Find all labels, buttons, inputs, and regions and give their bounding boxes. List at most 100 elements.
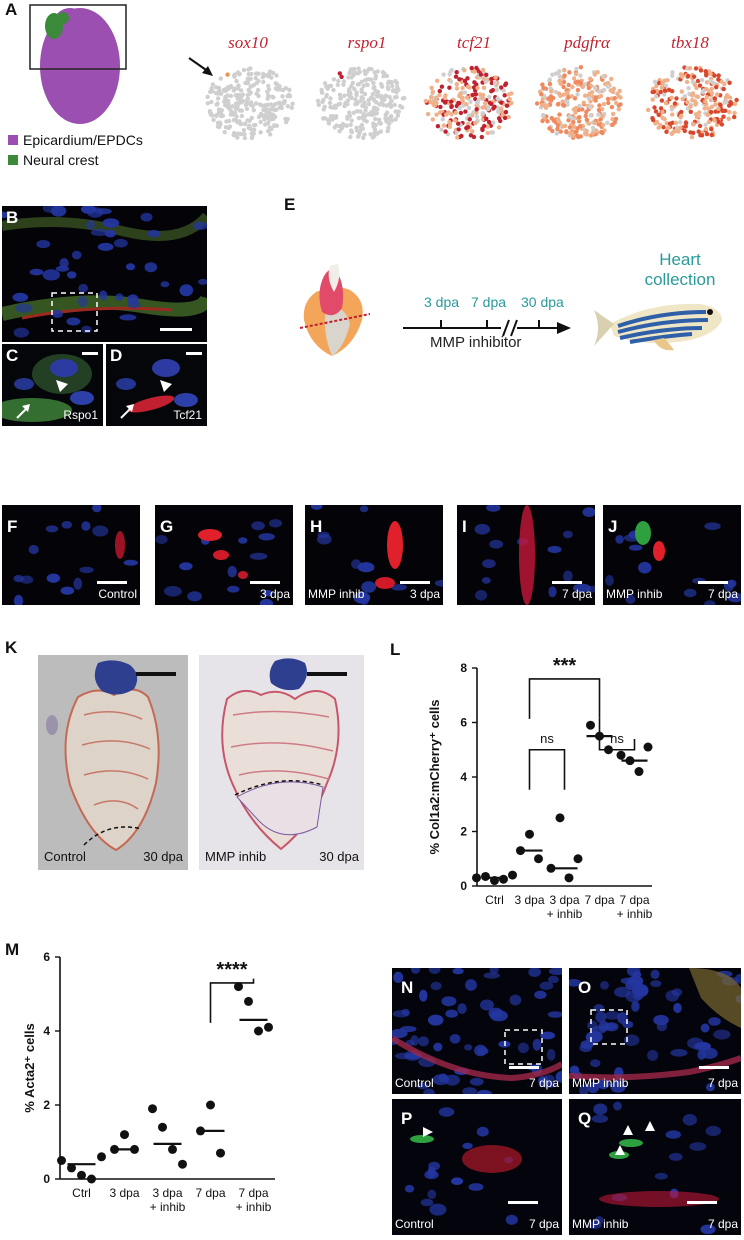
y-tick-label: 2: [43, 1098, 50, 1112]
feature-dot: [438, 104, 443, 110]
panel-label-d: D: [110, 346, 123, 365]
feature-dot: [683, 120, 689, 126]
nucleus: [708, 1017, 721, 1026]
feature-dot: [456, 121, 461, 126]
nucleus: [597, 1078, 610, 1090]
zebrafish-illustration: [594, 303, 722, 351]
feature-dot: [254, 71, 259, 76]
data-point: [643, 742, 653, 752]
feature-dot: [567, 125, 573, 130]
feature-dot: [549, 89, 554, 94]
fluorescent-signal: [387, 521, 403, 569]
feature-dot: [462, 90, 468, 95]
feature-dot: [205, 101, 210, 106]
feature-dot: [388, 103, 394, 108]
nucleus: [160, 281, 170, 288]
feature-dot: [347, 87, 352, 92]
feature-dot: [682, 94, 688, 99]
feature-dot: [270, 94, 275, 99]
feature-dot: [573, 129, 578, 134]
feature-dot: [504, 103, 510, 108]
feature-dot: [253, 75, 258, 81]
nucleus: [79, 566, 94, 574]
feature-dot: [375, 89, 381, 95]
nucleus: [610, 1081, 626, 1093]
feature-dot: [393, 79, 398, 84]
micrograph-o: O MMP inhib 7 dpa: [569, 968, 741, 1094]
nucleus: [71, 250, 82, 260]
feature-dot: [328, 114, 334, 119]
nucleus: [434, 579, 443, 587]
data-point: [77, 1170, 86, 1180]
nucleus: [683, 588, 697, 598]
feature-dot: [371, 80, 376, 86]
feature-dot: [356, 134, 361, 139]
nucleus: [579, 1084, 589, 1094]
nucleus: [46, 573, 61, 583]
feature-dot: [673, 120, 679, 126]
y-tick-label: 6: [460, 716, 467, 730]
nucleus: [474, 1044, 487, 1057]
feature-dot: [662, 92, 667, 97]
feature-dot: [351, 110, 356, 115]
feature-dot: [439, 84, 445, 89]
feature-dot: [315, 98, 321, 104]
nucleus: [433, 1042, 443, 1052]
feature-dot: [218, 122, 223, 127]
feature-dot: [486, 119, 492, 125]
x-tick-label: Ctrl: [72, 1186, 91, 1200]
feature-dot: [678, 125, 683, 130]
feature-dot: [449, 67, 454, 73]
data-point: [499, 874, 508, 884]
feature-dot: [693, 102, 698, 107]
feature-dot: [363, 71, 368, 77]
nucleus: [13, 327, 29, 338]
feature-dot: [347, 113, 353, 119]
feature-dot: [547, 126, 552, 131]
feature-dot: [287, 87, 292, 92]
feature-dot: [377, 117, 382, 122]
nucleus: [36, 240, 51, 249]
feature-dot: [369, 95, 374, 100]
feature-dot: [346, 75, 351, 80]
feature-dot: [390, 83, 395, 89]
nucleus: [262, 590, 273, 597]
nucleus: [489, 1010, 508, 1022]
feature-dot: [581, 100, 586, 105]
feature-dot: [708, 71, 713, 77]
feature-dot: [586, 96, 592, 101]
feature-dot: [387, 121, 392, 126]
feature-dot: [372, 134, 377, 139]
nucleus: [585, 585, 595, 593]
significance-bracket: [598, 717, 636, 751]
feature-dot: [561, 79, 567, 85]
nucleus: [393, 971, 404, 983]
umap-legend: Epicardium/EPDCs Neural crest: [8, 130, 143, 170]
feature-dot: [686, 73, 691, 79]
feature-dot: [236, 83, 241, 88]
nucleus: [60, 586, 75, 595]
feature-dot: [566, 118, 571, 123]
feature-dot: [658, 123, 663, 128]
feature-dot: [485, 130, 490, 136]
feature-dot: [332, 125, 337, 130]
feature-dot: [612, 96, 617, 101]
nucleus: [78, 283, 89, 293]
feature-dot: [555, 102, 561, 107]
nucleus: [28, 544, 39, 555]
feature-dot: [335, 82, 340, 88]
feature-dot: [570, 133, 575, 138]
feature-dot: [474, 114, 480, 119]
feature-dot: [454, 130, 459, 135]
nucleus: [418, 1036, 429, 1047]
nucleus: [444, 1074, 460, 1086]
feature-dot: [654, 83, 659, 89]
feature-dot: [360, 126, 365, 131]
nucleus: [81, 521, 91, 531]
gene-label-tbx18: tbx18: [671, 33, 709, 52]
feature-dot: [222, 99, 227, 104]
x-tick-label: 3 dpa: [514, 893, 544, 907]
feature-dot: [597, 103, 602, 108]
feature-dot: [390, 118, 395, 123]
feature-dot: [605, 96, 611, 102]
